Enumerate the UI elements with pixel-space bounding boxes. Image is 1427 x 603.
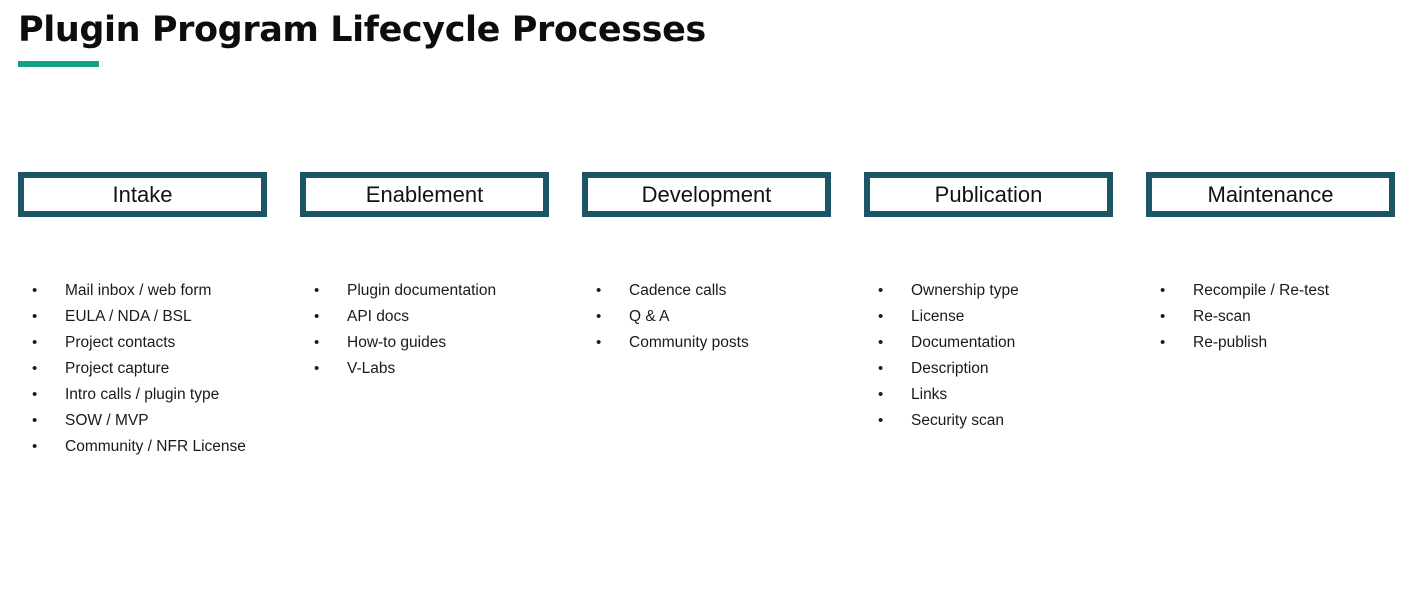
list-item: • Ownership type	[864, 278, 1113, 304]
list-item: • License	[864, 304, 1113, 330]
list-item: • Description	[864, 356, 1113, 382]
list-item: • Recompile / Re-test	[1146, 278, 1395, 304]
list-item-label: Links	[911, 386, 948, 403]
phase-item-list-publication: • Ownership type • License • Documentati…	[864, 278, 1113, 434]
list-item: • How-to guides	[300, 330, 549, 356]
phase-title-label: Enablement	[365, 181, 484, 207]
title-accent-bar	[18, 61, 99, 67]
list-item-label: Q & A	[629, 308, 670, 325]
list-item: • SOW / MVP	[18, 408, 267, 434]
phase-title-label: Publication	[934, 181, 1043, 207]
list-item: • V-Labs	[300, 356, 549, 382]
phase-header-development[interactable]: Development	[582, 172, 831, 217]
bullet-dot-icon: •	[878, 360, 884, 377]
list-item-label: Documentation	[911, 334, 1016, 351]
bullet-dot-icon: •	[596, 282, 602, 299]
bullet-dot-icon: •	[32, 412, 38, 429]
phase-item-list-development: • Cadence calls • Q & A • Community post…	[582, 278, 831, 356]
list-item: • Re-publish	[1146, 330, 1395, 356]
bullet-dot-icon: •	[314, 308, 320, 325]
page-title: Plugin Program Lifecycle Processes	[18, 10, 706, 50]
list-item: • Links	[864, 382, 1113, 408]
list-item: • Documentation	[864, 330, 1113, 356]
phase-column-intake: Intake • Mail inbox / web form • EULA / …	[18, 172, 267, 460]
bullet-dot-icon: •	[1160, 334, 1166, 351]
list-item-label: EULA / NDA / BSL	[65, 308, 192, 325]
bullet-dot-icon: •	[314, 360, 320, 377]
lifecycle-phase-columns: Intake • Mail inbox / web form • EULA / …	[18, 172, 1398, 460]
list-item: • Community / NFR License	[18, 434, 267, 460]
phase-column-development: Development • Cadence calls • Q & A • Co…	[582, 172, 831, 356]
list-item: • Cadence calls	[582, 278, 831, 304]
bullet-dot-icon: •	[878, 386, 884, 403]
bullet-dot-icon: •	[32, 282, 38, 299]
list-item: • Intro calls / plugin type	[18, 382, 267, 408]
bullet-dot-icon: •	[314, 282, 320, 299]
phase-title-label: Maintenance	[1207, 181, 1334, 207]
list-item-label: Plugin documentation	[347, 282, 497, 299]
bullet-dot-icon: •	[314, 334, 320, 351]
list-item: • Q & A	[582, 304, 831, 330]
bullet-dot-icon: •	[878, 308, 884, 325]
list-item: • Project capture	[18, 356, 267, 382]
list-item: • EULA / NDA / BSL	[18, 304, 267, 330]
list-item-label: Mail inbox / web form	[65, 282, 212, 299]
phase-title-label: Intake	[112, 181, 173, 207]
list-item-label: Re-scan	[1193, 308, 1251, 325]
phase-column-enablement: Enablement • Plugin documentation • API …	[300, 172, 549, 382]
title-block: Plugin Program Lifecycle Processes	[18, 8, 706, 67]
list-item-label: Cadence calls	[629, 282, 727, 299]
bullet-dot-icon: •	[596, 334, 602, 351]
bullet-dot-icon: •	[878, 412, 884, 429]
phase-header-maintenance[interactable]: Maintenance	[1146, 172, 1395, 217]
list-item: • Plugin documentation	[300, 278, 549, 304]
list-item-label: V-Labs	[347, 360, 396, 377]
bullet-dot-icon: •	[878, 282, 884, 299]
bullet-dot-icon: •	[596, 308, 602, 325]
bullet-dot-icon: •	[32, 386, 38, 403]
list-item-label: Intro calls / plugin type	[65, 386, 220, 403]
list-item: • Re-scan	[1146, 304, 1395, 330]
phase-column-maintenance: Maintenance • Recompile / Re-test • Re-s…	[1146, 172, 1395, 356]
list-item: • Community posts	[582, 330, 831, 356]
bullet-dot-icon: •	[878, 334, 884, 351]
bullet-dot-icon: •	[32, 360, 38, 377]
bullet-dot-icon: •	[32, 334, 38, 351]
list-item-label: Project contacts	[65, 334, 176, 351]
bullet-dot-icon: •	[32, 308, 38, 325]
phase-header-enablement[interactable]: Enablement	[300, 172, 549, 217]
list-item-label: Community posts	[629, 334, 749, 351]
list-item-label: Recompile / Re-test	[1193, 282, 1330, 299]
phase-column-publication: Publication • Ownership type • License •…	[864, 172, 1113, 434]
phase-item-list-enablement: • Plugin documentation • API docs • How-…	[300, 278, 549, 382]
list-item-label: Security scan	[911, 412, 1005, 429]
list-item: • API docs	[300, 304, 549, 330]
phase-item-list-maintenance: • Recompile / Re-test • Re-scan • Re-pub…	[1146, 278, 1395, 356]
list-item-label: SOW / MVP	[65, 412, 149, 429]
list-item-label: Ownership type	[911, 282, 1019, 299]
phase-header-publication[interactable]: Publication	[864, 172, 1113, 217]
list-item: • Mail inbox / web form	[18, 278, 267, 304]
list-item-label: API docs	[347, 308, 410, 325]
phase-title-label: Development	[641, 181, 772, 207]
list-item-label: License	[911, 308, 965, 325]
list-item: • Security scan	[864, 408, 1113, 434]
list-item-label: Project capture	[65, 360, 170, 377]
list-item-label: Community / NFR License	[65, 438, 246, 455]
phase-item-list-intake: • Mail inbox / web form • EULA / NDA / B…	[18, 278, 267, 460]
list-item: • Project contacts	[18, 330, 267, 356]
list-item-label: Re-publish	[1193, 334, 1268, 351]
bullet-dot-icon: •	[32, 438, 38, 455]
phase-header-intake[interactable]: Intake	[18, 172, 267, 217]
list-item-label: How-to guides	[347, 334, 447, 351]
bullet-dot-icon: •	[1160, 308, 1166, 325]
bullet-dot-icon: •	[1160, 282, 1166, 299]
list-item-label: Description	[911, 360, 989, 377]
